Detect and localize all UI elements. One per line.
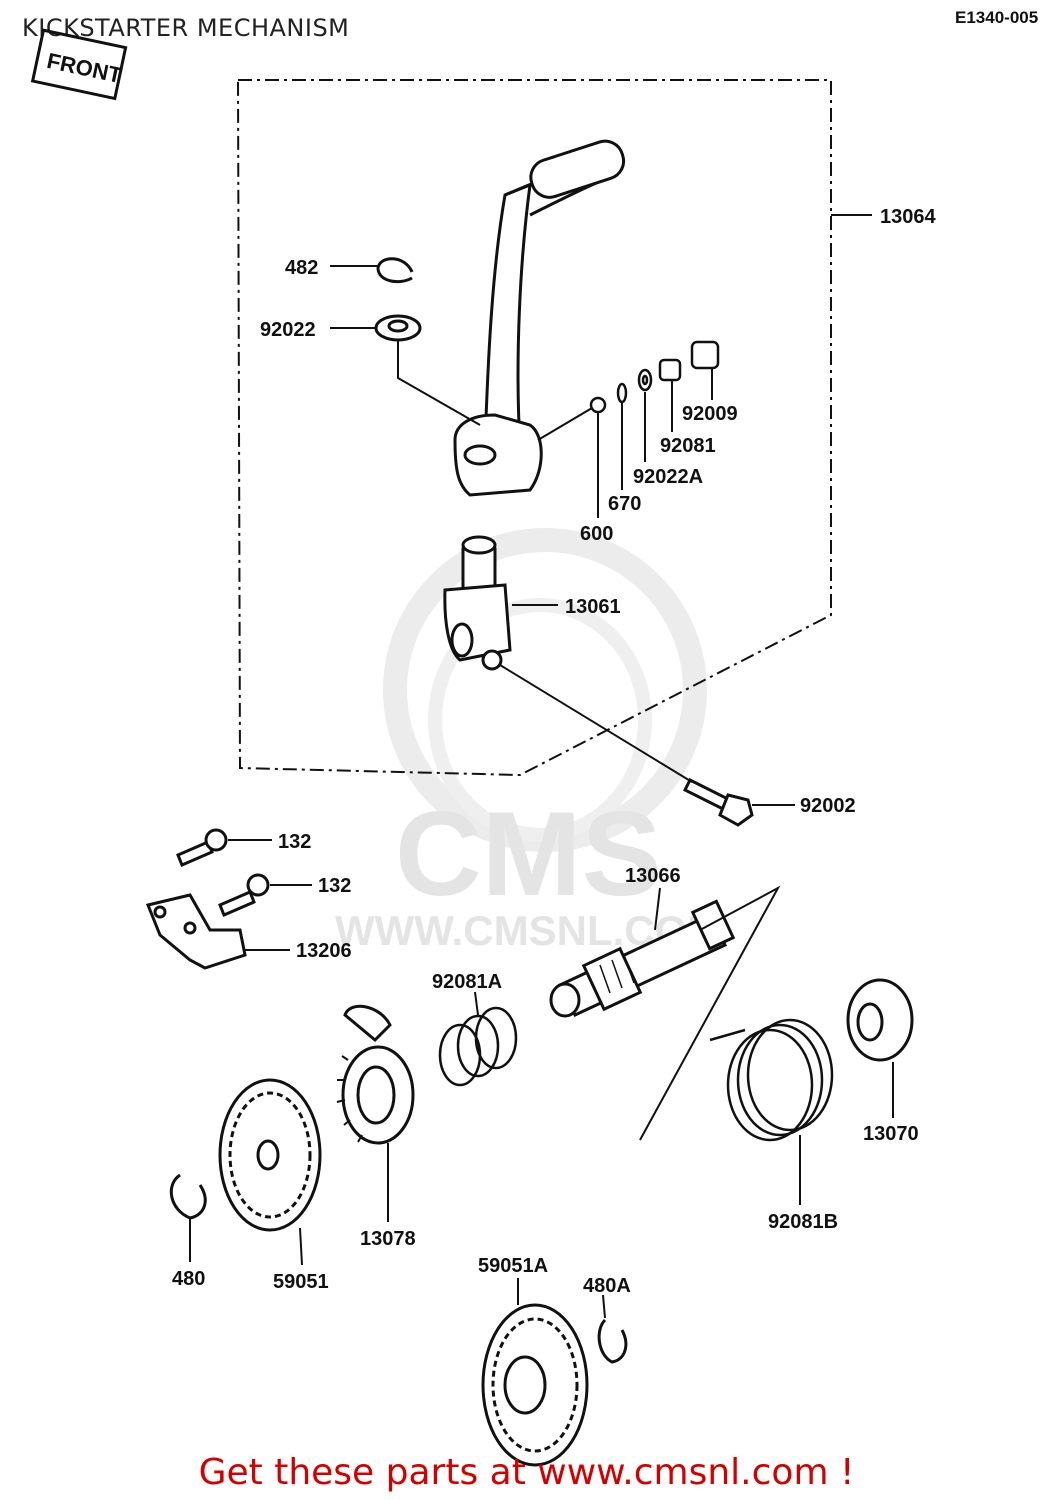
spring-92081A bbox=[438, 1006, 518, 1087]
label-59051: 59051 bbox=[273, 1271, 329, 1293]
label-480: 480 bbox=[172, 1268, 205, 1290]
label-13064: 13064 bbox=[880, 206, 936, 228]
spring-92081B bbox=[709, 1018, 834, 1142]
circlip-482 bbox=[376, 257, 414, 284]
label-13066: 13066 bbox=[625, 865, 681, 887]
label-600: 600 bbox=[580, 523, 613, 545]
kick-shaft-13066 bbox=[549, 885, 781, 1141]
bolt-92002 bbox=[682, 777, 754, 827]
label-59051A: 59051A bbox=[478, 1255, 548, 1277]
watermark: CMS WWW.CMSNL.COM bbox=[335, 528, 722, 954]
guide-13070 bbox=[846, 978, 914, 1062]
watermark-logo: CMS bbox=[395, 787, 662, 921]
label-92081: 92081 bbox=[660, 435, 716, 457]
stopper-plate-13206 bbox=[145, 893, 247, 970]
label-92022A: 92022A bbox=[633, 466, 703, 488]
kick-shaft-arm bbox=[443, 535, 512, 671]
label-670: 670 bbox=[608, 493, 641, 515]
label-92081B: 92081B bbox=[768, 1211, 838, 1233]
circlip-480A bbox=[597, 1318, 628, 1364]
pedal-small-parts bbox=[589, 340, 720, 414]
label-132-upper: 132 bbox=[278, 831, 311, 853]
label-13070: 13070 bbox=[863, 1123, 919, 1145]
front-tag: FRONT bbox=[30, 28, 128, 101]
part-labels: 13064 482 92022 92009 92081 92022A 670 6… bbox=[172, 206, 936, 1297]
label-92081A: 92081A bbox=[432, 971, 502, 993]
gear-59051A bbox=[481, 1303, 589, 1467]
label-480A: 480A bbox=[583, 1275, 631, 1297]
bolt-132-lower bbox=[218, 873, 270, 917]
label-13061: 13061 bbox=[565, 596, 621, 618]
diagram-code: E1340-005 bbox=[955, 8, 1039, 27]
kick-pedal-lever bbox=[453, 139, 626, 497]
footer-link[interactable]: Get these parts at www.cmsnl.com ! bbox=[198, 1452, 855, 1493]
front-tag-label: FRONT bbox=[45, 48, 125, 88]
leader-lines bbox=[189, 214, 894, 1319]
assembly-frame-13064 bbox=[237, 79, 832, 777]
gear-59051 bbox=[218, 1078, 322, 1232]
bolt-132-upper bbox=[176, 828, 228, 867]
label-92022: 92022 bbox=[260, 319, 316, 341]
label-132-lower: 132 bbox=[318, 875, 351, 897]
circlip-480 bbox=[169, 1173, 207, 1220]
label-92002: 92002 bbox=[800, 795, 856, 817]
washer-92022 bbox=[374, 314, 422, 342]
label-13206: 13206 bbox=[296, 940, 352, 962]
label-92009: 92009 bbox=[682, 403, 738, 425]
label-13078: 13078 bbox=[360, 1228, 416, 1250]
ratchet-13078 bbox=[336, 1004, 415, 1145]
label-482: 482 bbox=[285, 257, 318, 279]
